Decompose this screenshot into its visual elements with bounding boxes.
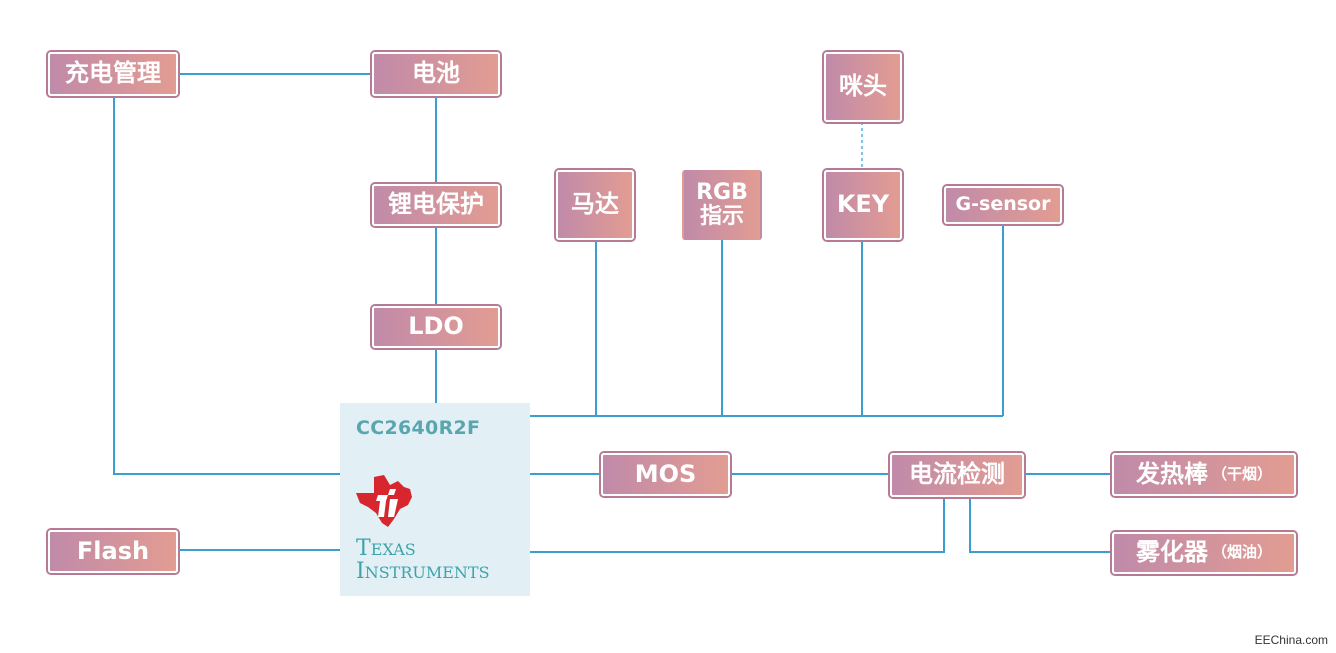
mic-box: 咪头 — [824, 52, 902, 122]
ti-wordmark-line1: TEXAS — [356, 536, 416, 561]
wire-detect-atomizer — [969, 497, 1112, 553]
battery-box: 电池 — [372, 52, 500, 96]
heating-rod-box: 发热棒（干烟） — [1112, 453, 1296, 496]
g-sensor-box: G-sensor — [944, 186, 1062, 224]
ti-wordmark-line2: INSTRUMENTS — [356, 559, 490, 585]
indicator-label: 指示 — [699, 204, 744, 229]
watermark: EEChina.com — [1254, 633, 1328, 647]
charge-management-box: 充电管理 — [48, 52, 178, 96]
ti-logo-icon — [356, 475, 412, 527]
motor-box: 马达 — [556, 170, 634, 240]
key-box: KEY — [824, 170, 902, 240]
atomizer-box: 雾化器（烟油） — [1112, 532, 1296, 574]
atomizer-label: 雾化器 — [1135, 538, 1208, 567]
flash-box: Flash — [48, 530, 178, 573]
ti-wordmark: TEXAS INSTRUMENTS — [356, 537, 490, 583]
current-detection-box: 电流检测 — [890, 453, 1024, 497]
heating-rod-note: （干烟） — [1211, 464, 1272, 483]
chip-name: CC2640R2F — [356, 417, 481, 439]
wire-charge-chip — [113, 96, 340, 475]
rgb-indicator-box: RGB 指示 — [682, 170, 762, 240]
mcu-chip: CC2640R2F TEXAS INSTRUMENTS — [340, 403, 530, 596]
ldo-box: LDO — [372, 306, 500, 348]
rgb-label: RGB — [696, 179, 748, 205]
wire-detect-chip — [530, 497, 945, 553]
heating-rod-label: 发热棒 — [1135, 459, 1208, 488]
li-battery-protection-box: 锂电保护 — [372, 184, 500, 226]
atomizer-note: （烟油） — [1211, 543, 1272, 562]
mos-box: MOS — [601, 453, 730, 496]
